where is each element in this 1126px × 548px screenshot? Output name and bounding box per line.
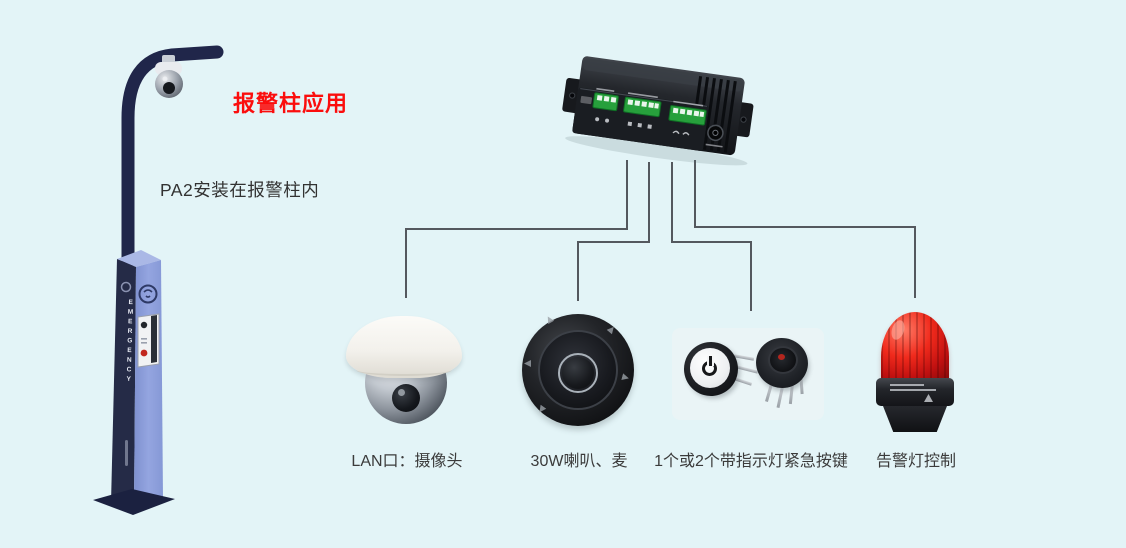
pillar-brand-marks — [125, 440, 128, 466]
device-io-icons — [595, 117, 690, 136]
terminal-block-icon — [592, 92, 707, 126]
panel-call-button — [140, 349, 148, 357]
alarm-beacon-image — [872, 312, 960, 432]
device-brand-mark — [580, 95, 593, 105]
pillar-emergency-label: EMERGENCY — [125, 299, 135, 386]
beacon-label-line — [890, 389, 936, 391]
panel-camera-icon — [140, 321, 148, 329]
push-button-rear-socket — [768, 346, 798, 374]
emergency-buttons-image — [672, 328, 824, 420]
beacon-warning-icon — [924, 394, 933, 402]
beacon-label-line — [890, 384, 924, 386]
camera-lens-glint — [398, 389, 405, 396]
push-button-rear-led — [778, 354, 785, 360]
panel-speaker-slot — [151, 315, 157, 363]
power-jack-icon — [705, 124, 724, 148]
speaker-image — [522, 314, 634, 426]
page-title: 报警柱应用 — [233, 91, 349, 116]
pillar-logo-icon — [120, 281, 132, 293]
camera-skirt-seam — [356, 364, 452, 376]
caption-speaker: 30W喇叭、麦 — [530, 453, 628, 470]
pillar-dark-face — [111, 259, 136, 506]
pillar-top-cap — [117, 250, 161, 267]
alarm-pillar — [93, 45, 224, 515]
caption-camera: LAN口：摄像头 — [351, 453, 463, 470]
beacon-collar — [876, 378, 954, 406]
connector-line-camera — [405, 160, 628, 298]
beacon-base — [883, 406, 947, 432]
speaker-dust-cap — [562, 357, 594, 389]
pole-camera — [155, 55, 183, 98]
pillar-intercom-panel — [137, 313, 160, 368]
pa2-device — [562, 56, 754, 166]
beacon-red-dome — [881, 312, 949, 382]
connector-line-speaker — [577, 162, 650, 301]
connector-line-buttons — [671, 162, 752, 311]
pillar-handset-icon — [138, 284, 158, 304]
pillar-note: PA2安装在报警柱内 — [160, 180, 320, 200]
pillar-base-plate — [93, 489, 175, 515]
speaker-cap-ring — [558, 353, 598, 393]
power-symbol-bar — [709, 356, 712, 366]
connector-lines — [405, 160, 916, 311]
camera-lens-icon — [392, 384, 420, 412]
caption-buttons: 1个或2个带指示灯紧急按键 — [654, 453, 848, 470]
connector-line-beacon — [694, 160, 916, 298]
dome-camera-image — [346, 316, 466, 430]
caption-beacon: 告警灯控制 — [875, 453, 957, 470]
